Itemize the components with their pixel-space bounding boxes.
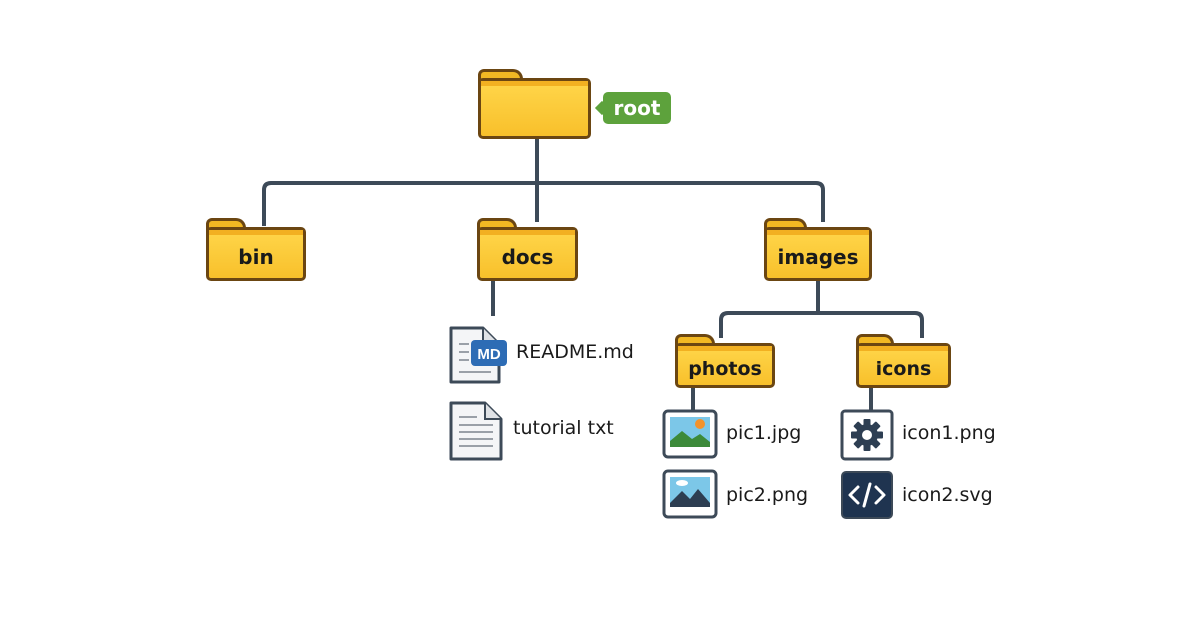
folder-bin[interactable]: bin <box>206 218 306 281</box>
file-name: tutorial txt <box>513 417 614 439</box>
folder-images[interactable]: images <box>764 218 872 281</box>
image-file-icon <box>662 409 718 459</box>
file-name: icon2.svg <box>902 484 993 506</box>
gear-icon <box>840 409 894 461</box>
folder-label: icons <box>875 357 932 380</box>
folder-label: docs <box>501 245 554 269</box>
file-name: pic2.png <box>726 484 809 506</box>
file-readme[interactable]: MD <box>447 324 509 386</box>
folder-photos[interactable]: photos <box>675 334 775 388</box>
file-icon2[interactable] <box>840 470 894 520</box>
file-name: README.md <box>516 341 634 363</box>
file-pic2[interactable] <box>662 469 718 519</box>
folder-label: photos <box>688 357 762 380</box>
file-name: icon1.png <box>902 422 996 444</box>
connector-level1 <box>262 181 825 226</box>
md-badge-text: MD <box>477 346 500 363</box>
file-tutorial[interactable] <box>447 399 507 463</box>
text-file-icon <box>449 401 503 461</box>
image-file-icon <box>662 469 718 519</box>
folder-label: bin <box>238 245 274 269</box>
file-name: pic1.jpg <box>726 422 802 444</box>
root-label: root <box>613 96 661 120</box>
folder-docs[interactable]: docs <box>477 218 578 281</box>
folder-label: images <box>777 245 859 269</box>
root-label-badge: root <box>603 92 671 124</box>
markdown-file-icon: MD <box>449 326 507 384</box>
file-icon1[interactable] <box>840 409 894 461</box>
folder-icons[interactable]: icons <box>856 334 951 388</box>
code-icon <box>841 471 893 519</box>
folder-root[interactable] <box>478 69 591 139</box>
connector-level2 <box>719 311 924 338</box>
file-pic1[interactable] <box>662 409 718 459</box>
